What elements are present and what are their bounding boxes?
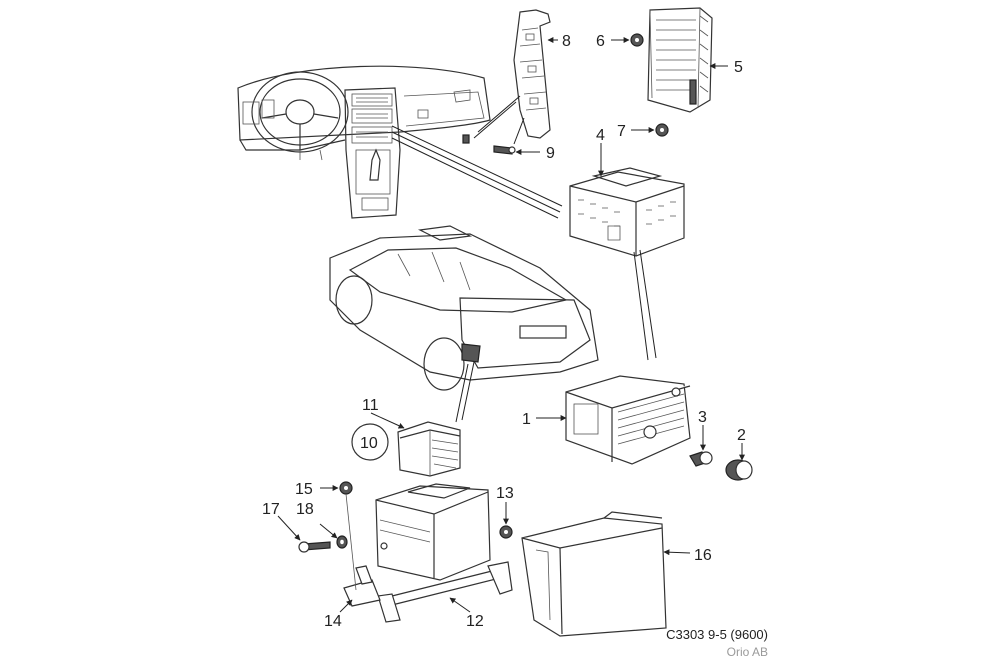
part-12-bracket-rail — [377, 561, 513, 623]
car-illustration — [329, 225, 599, 423]
part-8-bracket — [473, 9, 551, 139]
part-17-screw — [298, 541, 331, 553]
part-14-bracket — [343, 565, 381, 607]
callout-16: 16 — [694, 547, 712, 564]
part-18-washer — [336, 535, 348, 549]
callout-3: 3 — [698, 409, 707, 426]
callout-10: 10 — [360, 435, 378, 452]
callout-11: 11 — [362, 397, 379, 414]
callout-15: 15 — [295, 481, 313, 498]
diagram-reference-code: C3303 9-5 (9600) — [666, 627, 768, 642]
callout-14: 14 — [324, 613, 342, 630]
callout-labels: 1 2 3 4 5 6 7 8 9 10 11 12 13 14 15 16 1… — [262, 33, 746, 630]
part-3-screw — [689, 451, 713, 467]
part-10-circle-callout — [351, 423, 389, 461]
callout-9: 9 — [546, 145, 555, 162]
brand-credit: Orio AB — [727, 645, 768, 659]
part-6-nut — [630, 33, 644, 47]
callout-18: 18 — [296, 501, 314, 518]
part-13-nut — [499, 525, 513, 539]
callout-7: 7 — [617, 123, 626, 140]
callout-1: 1 — [522, 411, 531, 428]
part-2-knob — [725, 459, 753, 481]
callout-8: 8 — [562, 33, 571, 50]
callout-6: 6 — [596, 33, 605, 50]
part-15-nut — [339, 481, 357, 591]
dashboard-illustration — [237, 65, 563, 219]
part-16-console-tray — [521, 511, 667, 637]
part-9-screw — [493, 117, 525, 155]
part-amplifier-assembly — [375, 483, 491, 581]
part-7-nut — [655, 123, 669, 137]
callout-leaders — [277, 37, 745, 613]
part-5-module — [647, 7, 713, 113]
callout-17: 17 — [262, 501, 280, 518]
callout-5: 5 — [734, 59, 743, 76]
part-1-radio-unit — [565, 375, 691, 465]
part-4-mounting-cage — [569, 167, 685, 361]
callout-13: 13 — [496, 485, 514, 502]
callout-4: 4 — [596, 127, 605, 144]
callout-2: 2 — [737, 427, 746, 444]
part-11-cd-changer — [351, 421, 461, 477]
callout-12: 12 — [466, 613, 484, 630]
